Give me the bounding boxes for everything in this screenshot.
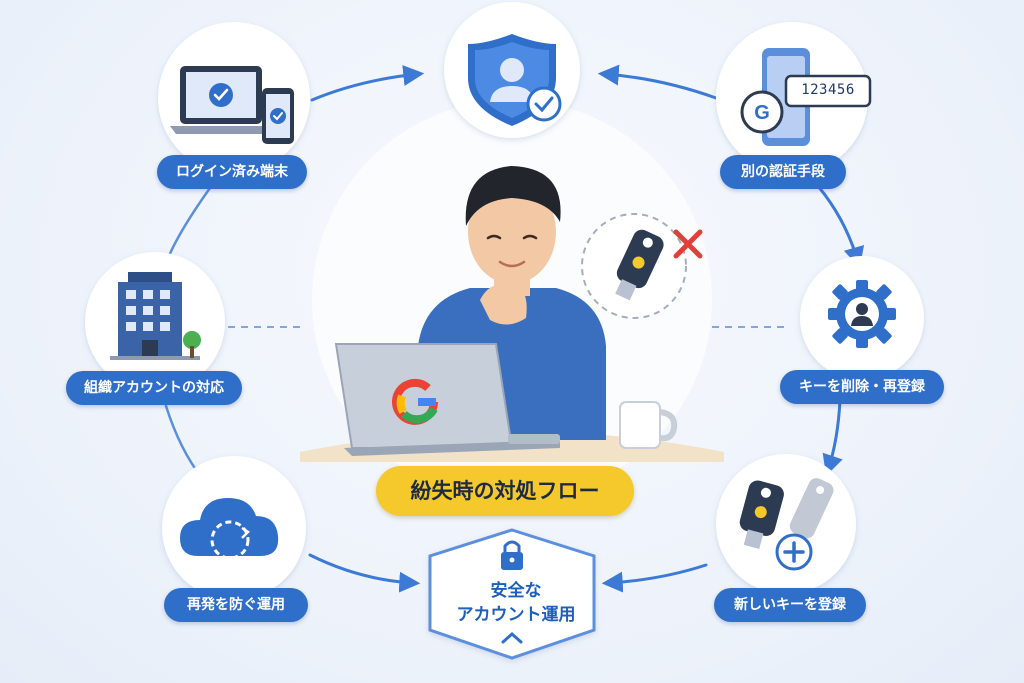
svg-text:G: G xyxy=(754,102,770,124)
flow-arrows xyxy=(164,64,865,593)
cross-icon xyxy=(673,229,703,259)
cloud-sync-icon xyxy=(180,498,279,560)
step-prevent-recurrence: 再発を防ぐ運用 xyxy=(164,588,308,622)
diagram-title: 紛失時の対処フロー xyxy=(376,466,634,516)
auth-code-text: 123456 xyxy=(801,82,855,98)
plus-icon xyxy=(775,533,813,571)
gear-user-icon xyxy=(828,280,896,348)
lost-key-bubble xyxy=(581,213,687,319)
lock-icon xyxy=(501,540,523,570)
arrow-cloud-to-center xyxy=(308,553,421,593)
center-text-line2: アカウント運用 xyxy=(456,605,576,625)
arrow-auth-to-gear xyxy=(816,184,865,269)
arrow-device-to-shield xyxy=(310,65,425,102)
center-text-line1: 安全な xyxy=(490,581,542,601)
step-delete-reregister: キーを削除・再登録 xyxy=(780,370,944,404)
node-circle-newkey xyxy=(716,454,856,594)
phone-auth-code-icon: G xyxy=(740,48,872,146)
security-key-icon xyxy=(739,478,834,549)
step-org-account: 組織アカウントの対応 xyxy=(66,371,242,405)
chevron-up-icon xyxy=(501,631,523,644)
line-device-to-building xyxy=(166,186,212,260)
tree-icon xyxy=(183,331,201,358)
step-register-new-key: 新しいキーを登録 xyxy=(714,588,866,622)
laptop-check-icon xyxy=(170,66,272,134)
phone-check-icon xyxy=(262,88,294,144)
arrow-auth-to-shield xyxy=(597,64,718,100)
step-logged-in-device: ログイン済み端末 xyxy=(157,155,307,189)
arrow-gear-to-newkey xyxy=(822,398,843,476)
shield-user-check-icon xyxy=(468,34,562,126)
google-g-icon xyxy=(392,378,438,425)
building-icon xyxy=(110,272,200,360)
mug-icon xyxy=(619,401,678,449)
secure-account-hexagon xyxy=(428,528,596,660)
arrow-newkey-to-center xyxy=(601,563,708,593)
laptop-icon xyxy=(334,343,560,456)
step-other-auth: 別の認証手段 xyxy=(720,155,846,189)
